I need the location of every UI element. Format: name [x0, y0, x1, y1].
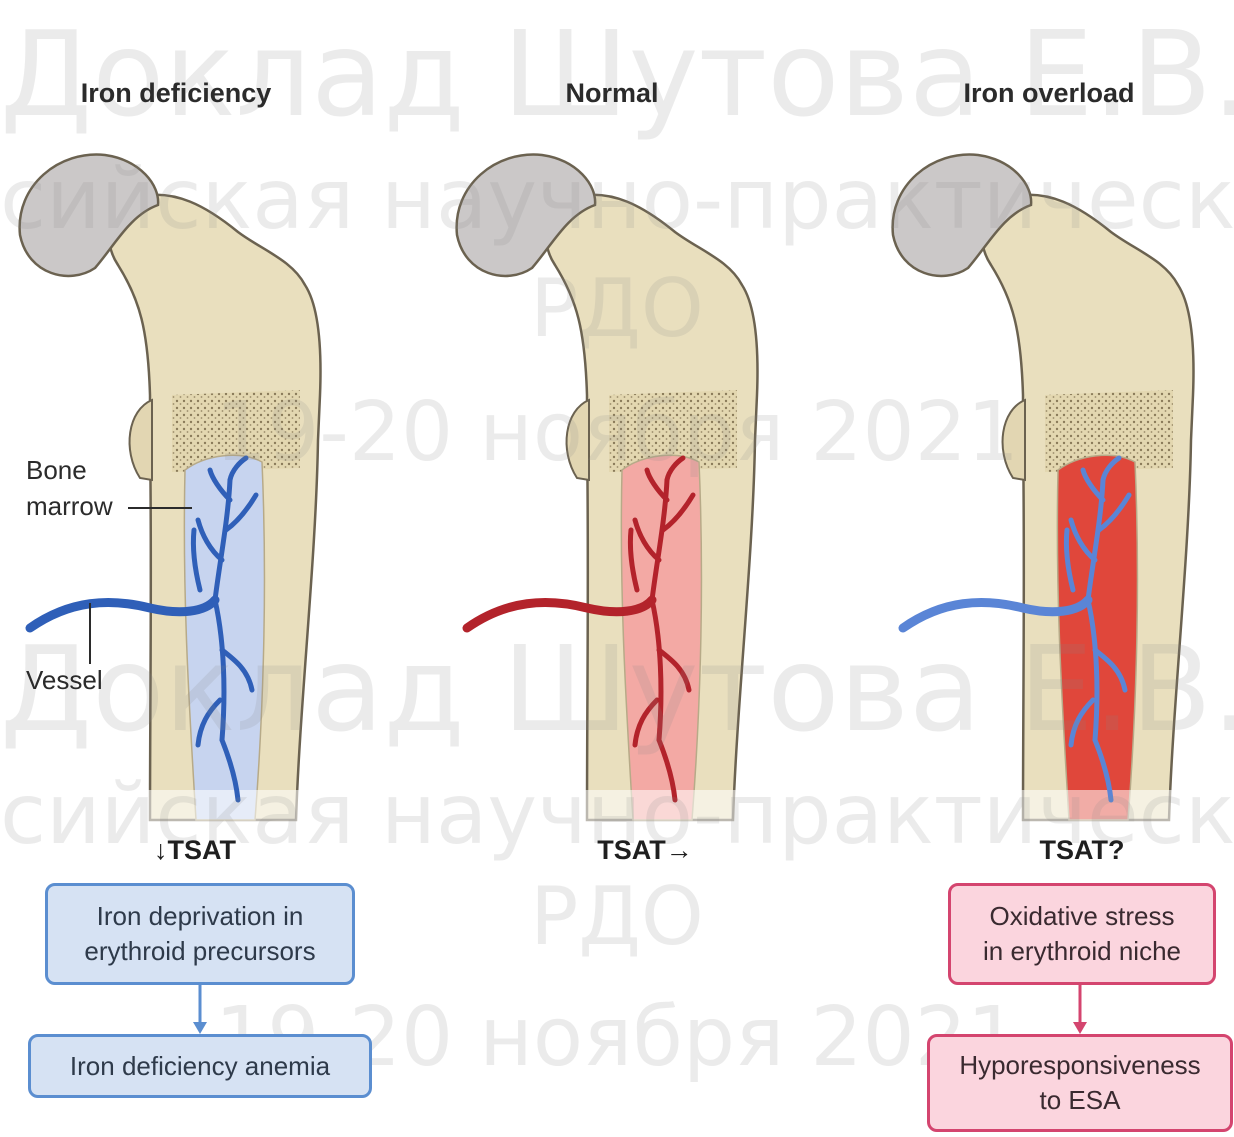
marrow-cavity	[184, 455, 264, 820]
box-iron-deprivation: Iron deprivation in erythroid precursors	[45, 883, 355, 985]
tsat-iron-deficiency: ↓TSAT	[95, 835, 295, 866]
box-iron-deficiency-anemia: Iron deficiency anemia	[28, 1034, 372, 1098]
label-vessel: Vessel	[26, 662, 103, 698]
box-hyporesponsiveness: Hyporesponsiveness to ESA	[927, 1034, 1233, 1132]
shaft-fade	[140, 790, 330, 830]
arrow-right	[1073, 985, 1087, 1034]
femur-normal	[457, 155, 767, 830]
lesser-trochanter	[567, 400, 589, 480]
box-oxidative-stress: Oxidative stress in erythroid niche	[948, 883, 1216, 985]
femur-iron-overload	[893, 155, 1203, 830]
lesser-trochanter	[130, 400, 152, 480]
title-iron-overload: Iron overload	[889, 78, 1209, 109]
title-iron-deficiency: Iron deficiency	[16, 78, 336, 109]
title-normal: Normal	[452, 78, 772, 109]
shaft-fade	[577, 790, 767, 830]
tsat-normal: TSAT→	[545, 835, 745, 866]
shaft-fade	[1013, 790, 1203, 830]
label-bone-marrow: Bone marrow	[26, 452, 113, 524]
tsat-iron-overload: TSAT?	[982, 835, 1182, 866]
marrow-cavity	[621, 455, 701, 820]
marrow-cavity	[1057, 455, 1137, 820]
arrow-left	[193, 985, 207, 1034]
lesser-trochanter	[1003, 400, 1025, 480]
